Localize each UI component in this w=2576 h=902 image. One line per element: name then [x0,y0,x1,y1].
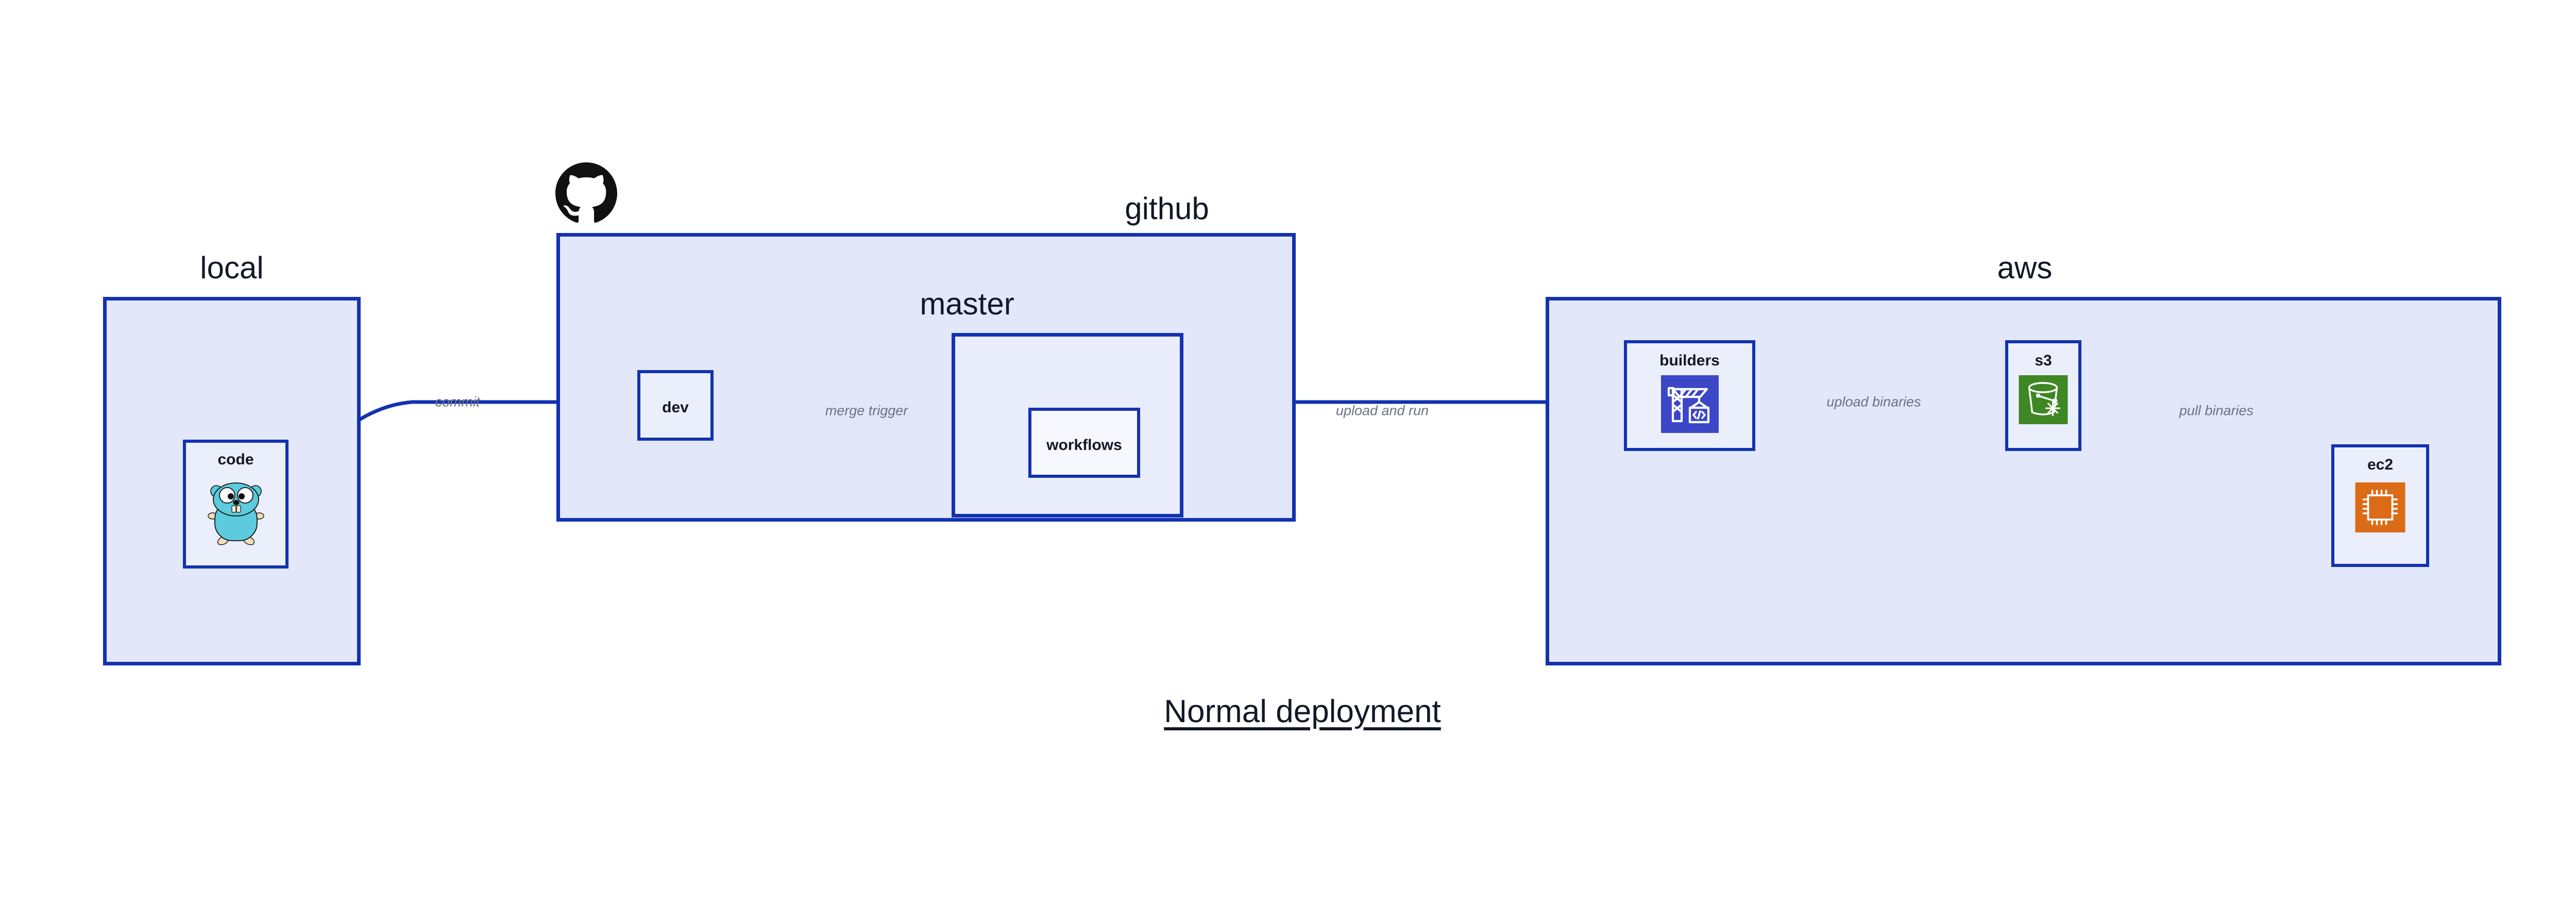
edge-label-merge-trigger: merge trigger [825,403,908,419]
group-local[interactable]: code [103,297,361,665]
node-label-builders: builders [1659,352,1720,369]
edge-label-pull-binaries: pull binaries [2179,403,2254,419]
node-s3[interactable]: s3 [2005,340,2081,451]
node-label-code: code [217,451,254,468]
edge-label-commit: commit [435,394,480,410]
node-code[interactable]: code [183,440,289,569]
go-gopher-icon [207,482,264,545]
cpu-chip-icon [2355,482,2405,532]
node-dev[interactable]: dev [637,370,714,441]
node-label-s3: s3 [2035,352,2052,369]
edge-label-upload-binaries: upload binaries [1826,394,1921,410]
node-workflows[interactable]: workflows [1028,408,1140,478]
group-aws[interactable]: builders [1546,297,2501,665]
group-label-aws: aws [1997,250,2053,285]
group-label-github: github [1125,191,1209,226]
group-github[interactable]: dev master workflows [556,233,1296,522]
node-label-ec2: ec2 [2367,456,2394,473]
github-octocat-icon [555,162,617,223]
node-ec2[interactable]: ec2 [2331,444,2429,567]
group-label-master: master [920,287,1014,321]
diagram-title: Normal deployment [1164,694,1441,729]
node-builders[interactable]: builders [1624,340,1755,451]
crane-code-icon [1660,375,1719,433]
node-label-dev: dev [662,399,689,416]
edge-label-upload-and-run: upload and run [1335,403,1429,419]
node-label-workflows: workflows [1046,437,1122,454]
group-label-local: local [200,250,264,285]
s3-bucket-glacier-icon [2019,375,2068,424]
group-master[interactable]: workflows [952,333,1183,517]
